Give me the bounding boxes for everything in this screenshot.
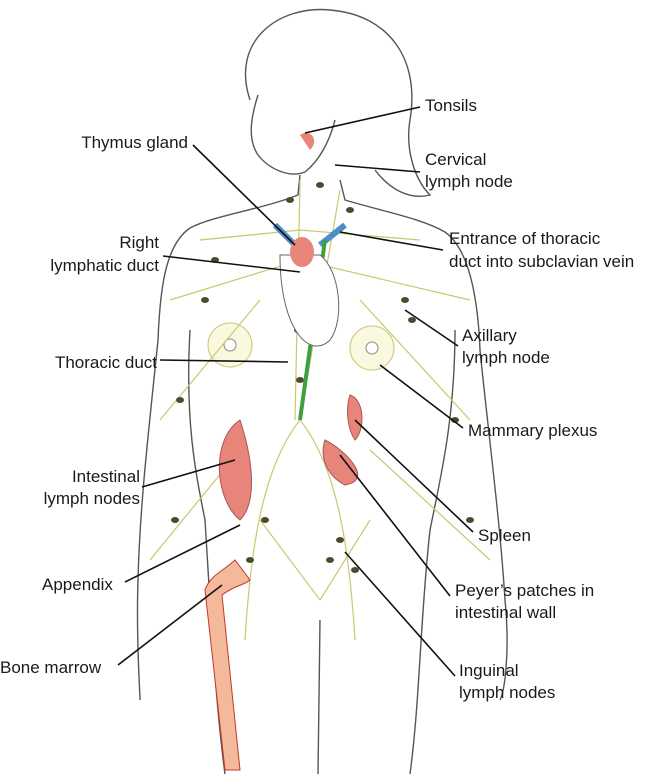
leader-lines	[117, 106, 474, 677]
label-tonsils: Tonsils	[425, 96, 477, 115]
label-cervical-2: lymph node	[425, 172, 513, 191]
label-peyers-2: intestinal wall	[455, 603, 556, 622]
label-mammary-plexus: Mammary plexus	[468, 421, 597, 440]
label-axillary-2: lymph node	[462, 348, 550, 367]
label-peyers-1: Peyer’s patches in	[455, 581, 594, 600]
label-intestinal-2: lymph nodes	[44, 489, 140, 508]
label-right-duct-2: lymphatic duct	[50, 256, 159, 275]
label-cervical-1: Cervical	[425, 150, 486, 169]
label-intestinal-1: Intestinal	[72, 467, 140, 486]
label-inguinal-2: lymph nodes	[459, 683, 555, 702]
label-entrance-1: Entrance of thoracic	[449, 229, 601, 248]
label-appendix: Appendix	[42, 575, 113, 594]
label-entrance-2: duct into subclavian vein	[449, 252, 634, 271]
label-thymus-gland: Thymus gland	[81, 133, 188, 152]
label-spleen: Spleen	[478, 526, 531, 545]
label-thoracic-duct: Thoracic duct	[55, 353, 157, 372]
label-right-duct-1: Right	[119, 233, 159, 252]
body-illustration	[136, 8, 508, 774]
label-axillary-1: Axillary	[462, 326, 517, 345]
label-inguinal-1: Inguinal	[459, 661, 519, 680]
label-bone-marrow: Bone marrow	[0, 658, 102, 677]
